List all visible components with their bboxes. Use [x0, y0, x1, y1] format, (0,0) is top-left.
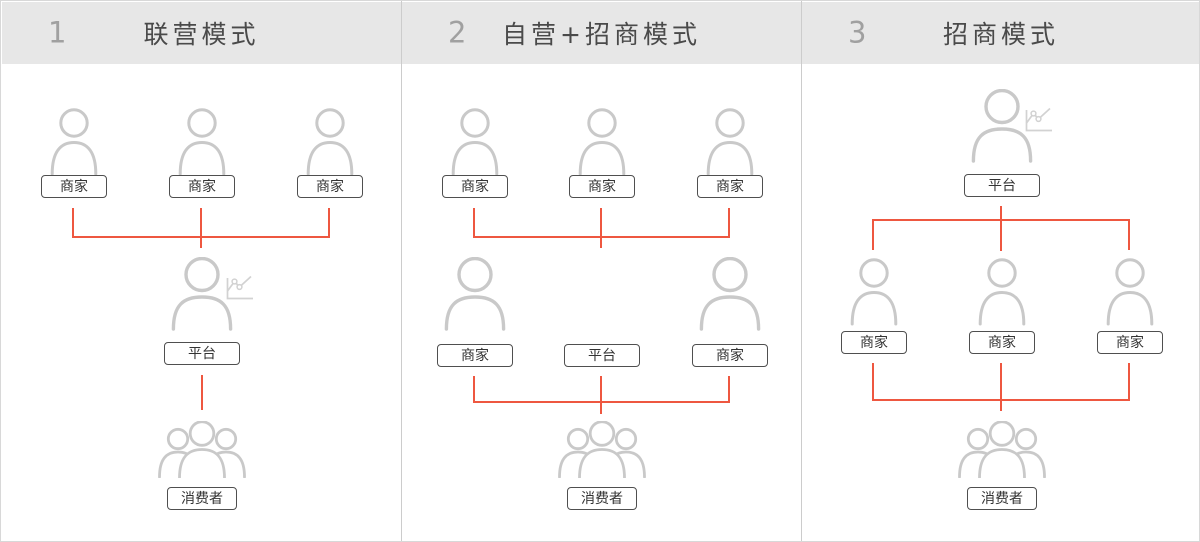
connector-line — [728, 208, 730, 238]
connector-line — [872, 219, 1130, 221]
merchant-label: 商家 — [437, 344, 513, 367]
platform-label: 平台 — [164, 342, 240, 365]
merchant-label: 商家 — [41, 175, 107, 198]
panel-header-2: 2 自营+招商模式 — [402, 2, 801, 64]
line-chart-icon — [1024, 106, 1054, 133]
connector-line — [328, 208, 330, 238]
consumer-group-icon — [957, 421, 1047, 478]
panel-number: 2 — [448, 15, 467, 50]
line-chart-icon — [225, 274, 255, 301]
merchant-person-icon — [977, 258, 1027, 326]
connector-line — [1128, 363, 1130, 401]
merchant-person-icon — [698, 257, 762, 331]
panel-header-3: 3 招商模式 — [802, 2, 1199, 64]
merchant-label: 商家 — [297, 175, 363, 198]
connector-line — [600, 376, 602, 414]
merchant-label: 商家 — [969, 331, 1035, 354]
merchant-person-icon — [849, 258, 899, 326]
merchant-label: 商家 — [841, 331, 907, 354]
merchant-person-icon — [450, 108, 500, 176]
platform-label: 平台 — [564, 344, 640, 367]
merchant-person-icon — [443, 257, 507, 331]
panel-title: 招商模式 — [942, 20, 1059, 49]
connector-line — [473, 236, 730, 238]
connector-line — [728, 376, 730, 403]
column-divider — [401, 1, 402, 541]
connector-line — [473, 208, 475, 238]
connector-line — [72, 208, 74, 238]
connector-line — [1000, 206, 1002, 251]
consumer-group-icon — [557, 421, 647, 478]
consumer-label: 消费者 — [567, 487, 637, 510]
panel-title: 自营+招商模式 — [502, 20, 701, 49]
connector-line — [201, 375, 203, 410]
merchant-label: 商家 — [1097, 331, 1163, 354]
merchant-label: 商家 — [569, 175, 635, 198]
consumer-label: 消费者 — [967, 487, 1037, 510]
merchant-person-icon — [305, 108, 355, 176]
connector-line — [872, 399, 1130, 401]
connector-line — [872, 363, 874, 401]
merchant-person-icon — [577, 108, 627, 176]
connector-line — [473, 376, 475, 403]
connector-line — [1128, 219, 1130, 250]
panel-number: 1 — [48, 15, 67, 50]
connector-line — [72, 236, 330, 238]
panel-header-1: 1 联营模式 — [2, 2, 401, 64]
consumer-label: 消费者 — [167, 487, 237, 510]
panel-title: 联营模式 — [143, 20, 260, 49]
merchant-label: 商家 — [697, 175, 763, 198]
connector-line — [1000, 363, 1002, 411]
connector-line — [600, 208, 602, 248]
panel-number: 3 — [848, 15, 867, 50]
connector-line — [872, 219, 874, 250]
connector-line — [473, 401, 730, 403]
merchant-person-icon — [49, 108, 99, 176]
merchant-person-icon — [1105, 258, 1155, 326]
merchant-person-icon — [705, 108, 755, 176]
merchant-label: 商家 — [692, 344, 768, 367]
consumer-group-icon — [157, 421, 247, 478]
merchant-label: 商家 — [169, 175, 235, 198]
platform-label: 平台 — [964, 174, 1040, 197]
connector-line — [200, 208, 202, 248]
column-divider — [801, 1, 802, 541]
merchant-label: 商家 — [442, 175, 508, 198]
merchant-person-icon — [177, 108, 227, 176]
